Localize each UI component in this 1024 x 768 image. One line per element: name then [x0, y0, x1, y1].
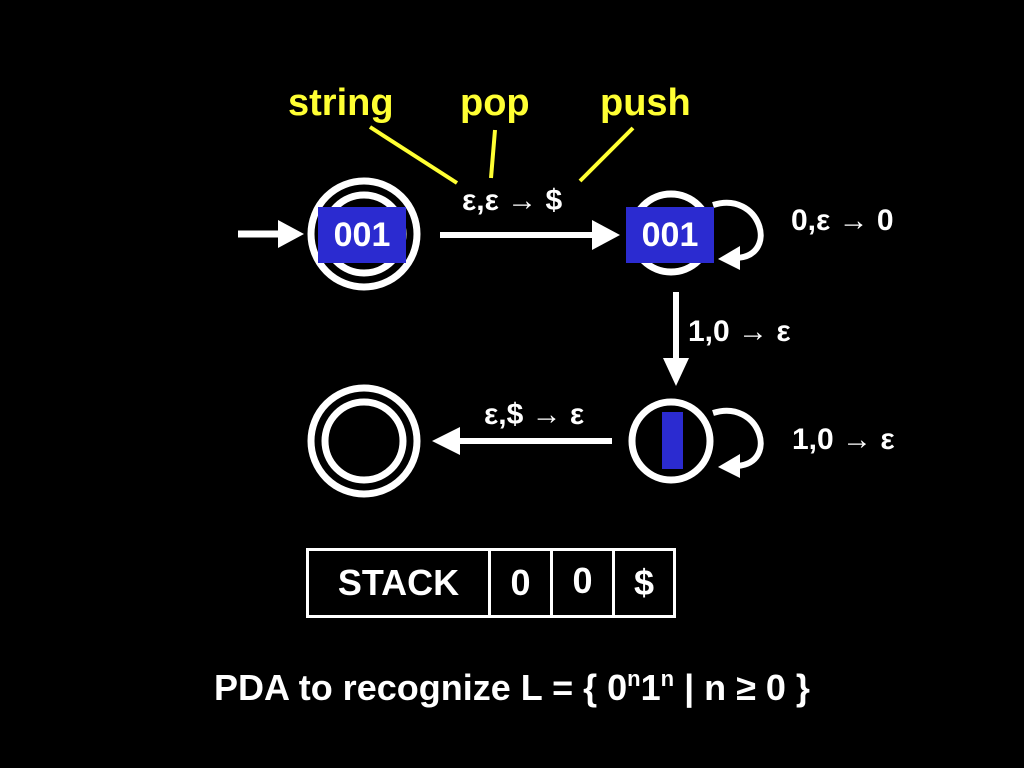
- stack-label: STACK: [337, 562, 460, 603]
- pop-loop-arrowhead: [718, 454, 740, 478]
- start-arrowhead: [278, 220, 304, 248]
- push-input-tape: 001: [626, 207, 714, 263]
- pop-loop-arrow: [712, 407, 764, 469]
- pop-to-accept-arrowhead: [432, 427, 460, 455]
- stack: STACK 0 0 $: [306, 548, 676, 618]
- caption: PDA to recognize L = { 0n1n | n ≥ 0 }: [0, 668, 1024, 706]
- accept-state: [307, 384, 421, 498]
- push-pointer-line: [578, 126, 635, 183]
- caption-sup-2: n: [660, 666, 675, 691]
- stack-cell-2: 0: [550, 551, 612, 615]
- start-to-push-arrowhead: [592, 220, 620, 250]
- stack-cell-1: 0: [488, 551, 550, 615]
- push-loop-arrow: [712, 199, 764, 261]
- push-to-pop-label: 1,0 → ε: [688, 315, 791, 348]
- pop-to-accept-label: ε,$ → ε: [484, 398, 585, 431]
- string-annotation: string: [288, 82, 394, 124]
- caption-mid: 1: [640, 667, 661, 708]
- pop-loop-label: 1,0 → ε: [792, 423, 895, 456]
- stack-cell-3: $: [612, 551, 673, 615]
- caption-suffix: | n ≥ 0 }: [674, 667, 810, 708]
- push-loop-arrowhead: [718, 246, 740, 270]
- start-to-push-label: ε,ε → $: [462, 184, 563, 217]
- pop-pointer-line: [489, 129, 497, 179]
- push-to-pop-arrowhead: [663, 358, 689, 386]
- push-annotation: push: [600, 82, 691, 124]
- pop-state: [628, 398, 714, 484]
- caption-sup-1: n: [627, 666, 641, 691]
- pop-tape-marker: [662, 412, 683, 469]
- caption-prefix: PDA to recognize L = { 0: [214, 667, 628, 708]
- string-pointer-line: [368, 125, 459, 185]
- pop-annotation: pop: [460, 82, 530, 124]
- push-loop-label: 0,ε → 0: [791, 204, 894, 237]
- start-input-tape: 001: [318, 207, 406, 263]
